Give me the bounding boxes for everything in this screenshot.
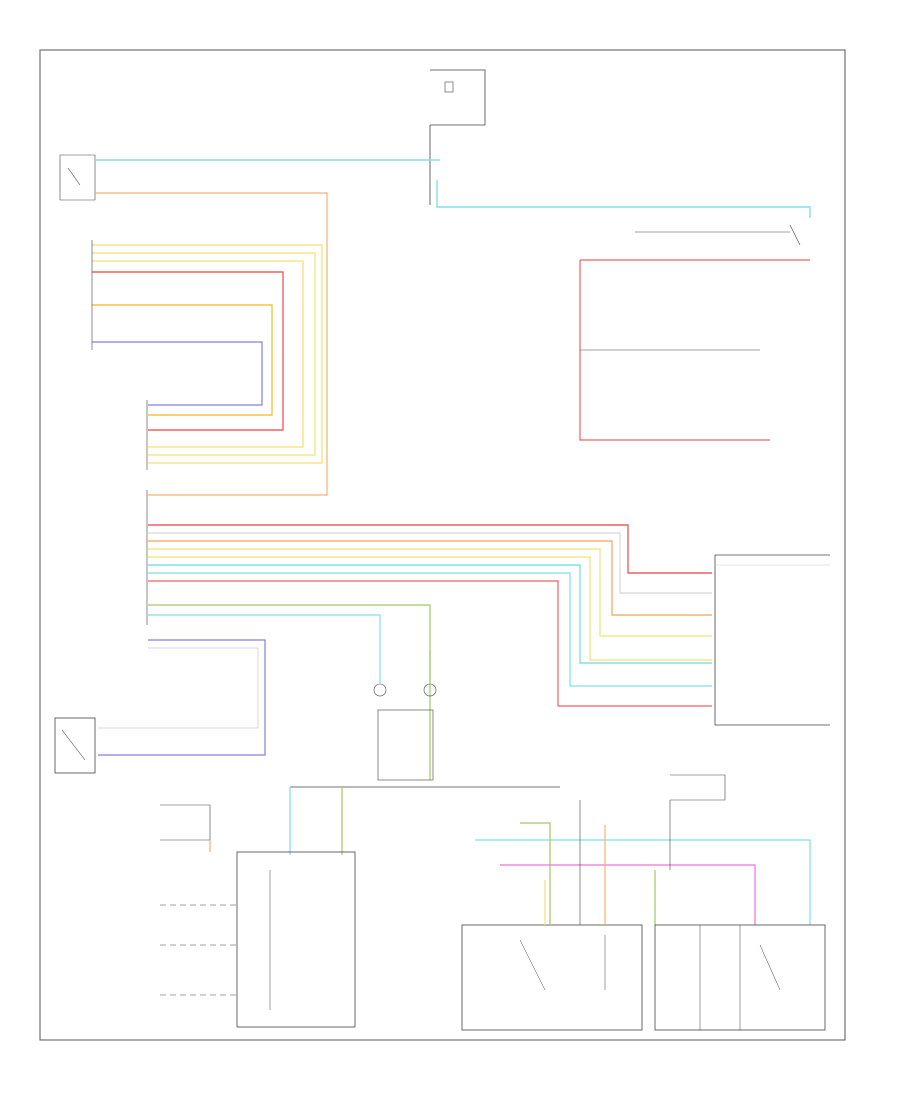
fuse-box (429, 69, 486, 205)
instrument-cluster (714, 554, 830, 726)
diagram-frame (39, 49, 846, 1041)
clutch-pedal-position-switch (54, 717, 96, 774)
wire-light-blue-right (436, 180, 811, 218)
right-relay (579, 774, 726, 925)
electronic-throttle-control-wires (91, 240, 323, 464)
steering-wheel-switch-left (160, 804, 356, 1028)
brake-pedal-switch (59, 154, 96, 201)
wire-orange-main (95, 192, 328, 496)
clockspring-wires (98, 524, 712, 780)
speed-control-deactivation-switch (373, 645, 437, 781)
horn-relay (579, 224, 810, 441)
steering-wheel-switch-right (654, 924, 826, 1031)
steering-wheel-switch-center (461, 822, 811, 1031)
